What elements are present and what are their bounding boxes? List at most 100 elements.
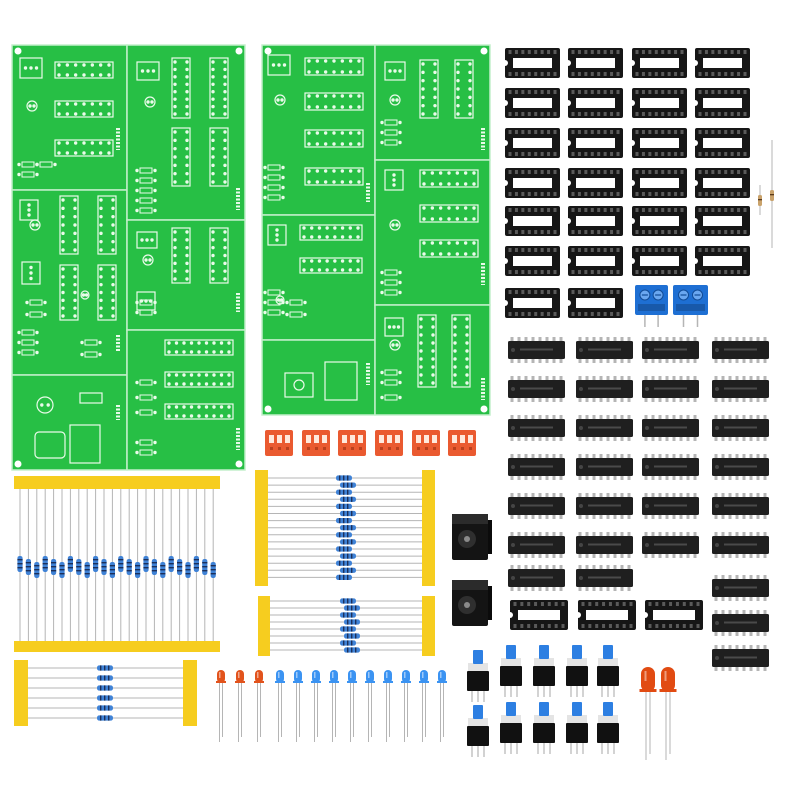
solder-pad: [174, 414, 179, 418]
solder-pad: [211, 130, 215, 134]
ic-pin: [627, 358, 631, 363]
ic-marking: [520, 576, 553, 579]
button-base: [566, 723, 588, 743]
socket-slot: [640, 256, 679, 266]
footprint-outline: [164, 371, 234, 388]
resistor-footprint: [285, 299, 307, 306]
ic-pin: [665, 493, 669, 498]
socket-contact: [514, 90, 518, 94]
color-band: [104, 675, 106, 681]
resistor-outline: [21, 171, 35, 178]
socket-contact: [514, 230, 518, 234]
socket-contact: [595, 602, 599, 606]
solder-pad: [223, 146, 227, 151]
capacitor-footprint: [389, 94, 401, 106]
socket-contact: [698, 192, 702, 196]
color-band: [343, 546, 345, 552]
resistor: [268, 510, 422, 517]
dip-toggle: [395, 435, 400, 443]
color-band: [351, 612, 353, 618]
solder-pad: [173, 245, 177, 250]
color-band: [51, 570, 57, 572]
resistor: [84, 489, 90, 641]
socket-contact: [597, 170, 601, 174]
ic-notch: [511, 387, 515, 391]
solder-pad: [396, 325, 401, 329]
color-band: [51, 566, 57, 568]
solder-pad: [223, 90, 227, 94]
ic-pin: [742, 475, 746, 480]
socket-contact: [521, 152, 525, 156]
socket-contact: [648, 112, 652, 116]
resistor-strip-horizontal: [255, 470, 435, 586]
solder-pad: [468, 70, 472, 75]
solder-pad: [279, 298, 284, 302]
socket-contact: [534, 312, 538, 316]
solder-pad: [204, 382, 209, 386]
ic-socket: [695, 48, 750, 78]
solder-pad: [348, 94, 353, 98]
solder-pad: [99, 275, 103, 279]
solder-pad: [453, 365, 457, 369]
ic-chip: [642, 415, 699, 441]
color-band: [347, 525, 349, 531]
led-blue: [437, 670, 447, 742]
solder-pad: [317, 226, 322, 230]
ic-pin: [620, 397, 624, 402]
resistor: [270, 626, 422, 632]
ic-socket: [505, 48, 560, 78]
ic-footprint: [97, 264, 117, 321]
color-band: [135, 573, 141, 575]
solder-pad: [438, 182, 443, 186]
ic-pin: [524, 397, 528, 402]
solder-pad: [453, 333, 457, 337]
push-button-grid: [467, 645, 619, 757]
button-cap: [506, 645, 516, 659]
ic-socket: [695, 88, 750, 118]
dc-jack: [452, 514, 492, 560]
color-band: [343, 482, 345, 488]
ic-pin: [763, 493, 767, 498]
socket-contact: [737, 248, 741, 252]
solder-pad: [463, 252, 468, 256]
solder-pad: [422, 241, 426, 245]
ic-pin: [651, 454, 655, 459]
socket-contact: [514, 270, 518, 274]
solder-pad: [189, 414, 194, 418]
socket-contact: [603, 112, 607, 116]
socket-contact: [527, 248, 531, 252]
solder-pad: [223, 245, 227, 250]
socket-contact: [584, 270, 588, 274]
resistor: [268, 525, 422, 531]
ic-pin: [756, 645, 760, 650]
ic-pin: [524, 532, 528, 537]
ic-footprint: [451, 314, 471, 388]
socket-contact: [584, 230, 588, 234]
solder-pad: [111, 282, 115, 287]
ic-pin: [763, 436, 767, 441]
solder-pad: [27, 208, 31, 212]
solder-pad: [135, 450, 139, 455]
ic-pin: [620, 376, 624, 381]
solder-pad: [357, 70, 361, 74]
solder-pad: [398, 395, 402, 400]
solder-pad: [263, 310, 267, 315]
socket-contact: [513, 602, 517, 606]
solder-pad: [204, 405, 209, 409]
color-band: [118, 563, 124, 565]
socket-contact: [610, 90, 614, 94]
socket-contact: [571, 192, 575, 196]
ic-chip: [508, 415, 565, 441]
color-band: [343, 475, 345, 481]
socket-contact: [680, 270, 684, 274]
socket-contact: [590, 192, 594, 196]
ic-pin: [651, 475, 655, 480]
jack-top: [452, 580, 488, 590]
resistor: [770, 140, 774, 248]
ic-pin: [592, 532, 596, 537]
ic-pin: [592, 454, 596, 459]
socket-contact: [661, 170, 665, 174]
color-band: [343, 496, 345, 502]
ic-pin: [585, 337, 589, 342]
led-highlight: [296, 672, 298, 678]
